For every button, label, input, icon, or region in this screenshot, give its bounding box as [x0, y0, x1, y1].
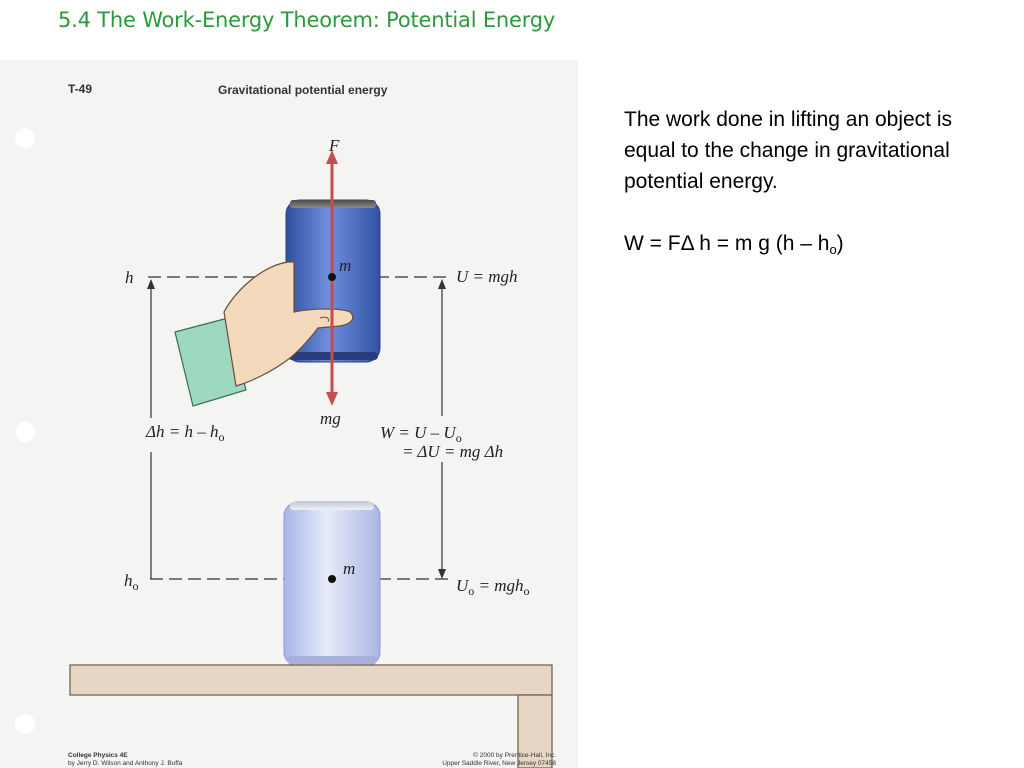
equation-close-paren: ) — [836, 232, 844, 255]
hand-illustration — [174, 261, 354, 407]
resting-can — [283, 501, 381, 667]
potential-energy-bottom-label: Uo = mgho — [456, 576, 530, 598]
work-arrow-head — [438, 279, 446, 289]
explanation-text-box: The work done in lifting an object is eq… — [624, 104, 1004, 259]
punch-hole — [15, 128, 35, 148]
figure-caption: Gravitational potential energy — [218, 83, 388, 97]
textbook-figure: T-49 Gravitational potential energy — [0, 60, 578, 768]
height-label-h: h — [125, 268, 134, 287]
equation-subscript: o — [829, 242, 837, 257]
work-energy-statement: The work done in lifting an object is eq… — [624, 108, 953, 193]
weight-label: mg — [320, 409, 341, 428]
punch-hole — [15, 422, 35, 442]
work-label-line1: W = U – Uo — [380, 423, 462, 445]
delta-h-arrow-head — [147, 279, 155, 289]
mass-label-bottom: m — [343, 559, 355, 578]
footer-publisher-address: Upper Saddle River, New Jersey 07458 — [442, 760, 556, 767]
potential-energy-top-label: U = mgh — [456, 267, 518, 286]
mass-label-top: m — [339, 256, 351, 275]
force-arrow-head — [326, 150, 338, 164]
footer-book-title: College Physics 4E — [68, 752, 128, 759]
mass-point-bottom — [328, 575, 336, 583]
punch-hole — [15, 714, 35, 734]
table-illustration — [69, 664, 553, 768]
force-label: F — [328, 136, 340, 155]
plate-id: T-49 — [68, 82, 92, 96]
footer-copyright: © 2000 by Prentice-Hall, Inc. — [473, 751, 556, 759]
work-label-line2: = ΔU = mg Δh — [402, 442, 503, 461]
work-energy-equation: W = FΔ h = m g (h – ho) — [624, 228, 1004, 259]
work-lower-arrow-head — [438, 569, 446, 579]
height-label-h0: ho — [124, 571, 139, 593]
footer-authors: by Jerry D. Wilson and Anthony J. Buffa — [68, 760, 183, 767]
equation-main-text: W = FΔ h = m g (h – h — [624, 232, 830, 255]
mass-point-top — [328, 273, 336, 281]
slide-title: 5.4 The Work-Energy Theorem: Potential E… — [58, 8, 556, 32]
weight-arrow-head — [326, 392, 338, 406]
delta-h-label: Δh = h – ho — [145, 422, 224, 444]
